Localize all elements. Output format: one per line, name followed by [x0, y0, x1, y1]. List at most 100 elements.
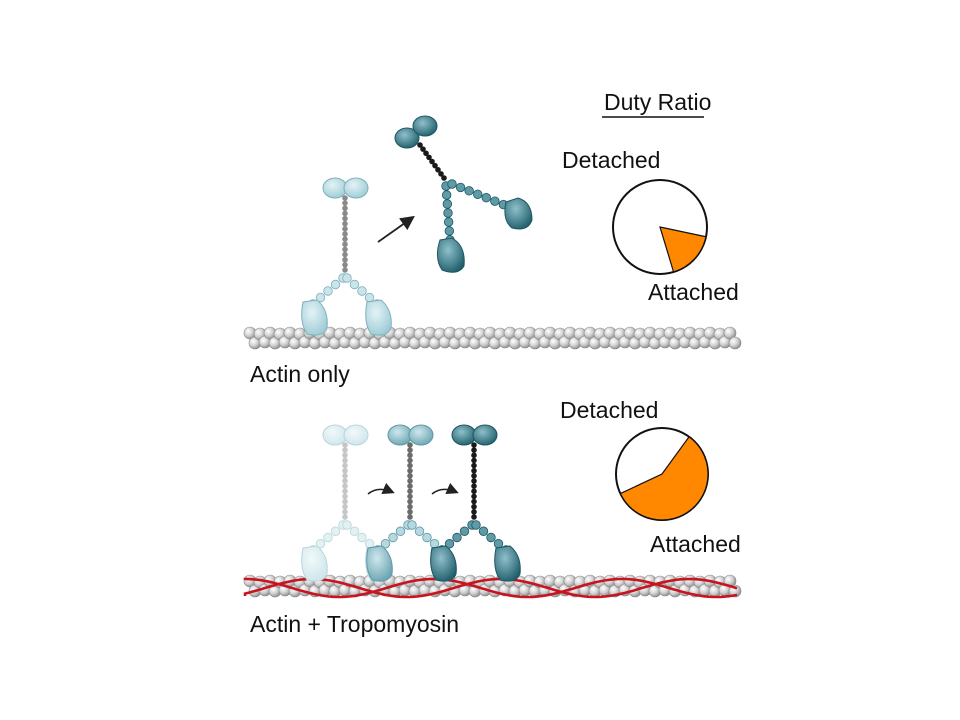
coiled-coil-bead: [471, 514, 477, 520]
lever-bead: [380, 539, 391, 549]
pie-label-detached: Detached: [560, 397, 658, 423]
myosin-tail-head: [322, 177, 348, 199]
coiled-coil-bead: [471, 509, 477, 515]
coiled-coil-bead: [407, 498, 413, 505]
coiled-coil-bead: [342, 226, 348, 232]
lever-bead: [444, 539, 455, 549]
lever-bead: [444, 226, 455, 236]
panel-actin-tropomyosin: Actin + Tropomyosin Detached Attached: [243, 397, 742, 637]
lever-bead: [315, 292, 326, 303]
duty-ratio-pie: [615, 427, 709, 521]
myosin-dark: [430, 424, 521, 582]
lever-bead: [349, 279, 360, 290]
myosin-tail-head: [322, 424, 348, 446]
motor-head: [301, 299, 328, 336]
coiled-coil-bead: [342, 514, 348, 520]
coiled-coil-bead: [407, 457, 413, 464]
coiled-coil-bead: [342, 246, 348, 253]
myosin-tail-head: [412, 115, 438, 137]
tropomyosin-strands: [243, 577, 738, 599]
lever-bead: [342, 273, 352, 283]
coiled-coil-bead: [407, 503, 413, 510]
coiled-coil-bead: [342, 267, 348, 273]
motor-head: [301, 545, 328, 582]
myosin-tail-head: [387, 424, 413, 446]
coiled-coil-bead: [471, 457, 477, 464]
coiled-coil-bead: [342, 231, 348, 237]
coiled-coil-bead: [407, 447, 413, 453]
panel-label: Actin + Tropomyosin: [250, 611, 459, 637]
lever-bead: [357, 532, 367, 543]
lever-bead: [443, 208, 453, 218]
motor-head: [504, 197, 533, 230]
coiled-coil-bead: [342, 251, 348, 258]
coiled-coil-bead: [407, 452, 413, 459]
coiled-coil-bead: [342, 509, 348, 515]
lever-bead: [388, 532, 398, 543]
coiled-coil-bead: [441, 175, 447, 181]
tropomyosin-strand: [243, 577, 738, 599]
motor-head: [436, 237, 465, 273]
coiled-coil-bead: [471, 462, 477, 469]
lever-bead: [342, 520, 352, 530]
lever-bead: [364, 292, 375, 303]
panel-actin-only: Actin only Detached Attached: [243, 115, 742, 387]
actin-bead: [728, 336, 742, 350]
coiled-coil-bead: [342, 503, 348, 510]
coiled-coil-bead: [429, 158, 435, 165]
pie-label-detached: Detached: [562, 147, 660, 173]
actin-filament: [243, 326, 742, 350]
lever-bead: [330, 279, 341, 290]
lever-bead: [447, 179, 457, 189]
coiled-coil-bead: [471, 447, 477, 453]
coiled-coil-bead: [342, 457, 348, 464]
lever-bead: [473, 189, 483, 199]
coiled-coil-bead: [342, 447, 348, 453]
panel-label: Actin only: [250, 361, 350, 387]
coiled-coil-bead: [471, 493, 477, 500]
step-arrow-2: [431, 482, 459, 495]
lever-bead: [441, 190, 452, 200]
coiled-coil-bead: [342, 483, 348, 489]
coiled-coil-bead: [420, 146, 426, 152]
coiled-coil-bead: [342, 478, 348, 484]
coiled-coil-bead: [426, 154, 432, 161]
pie-label-attached: Attached: [648, 279, 739, 305]
myosin-detached: [394, 115, 533, 273]
lever-bead: [442, 199, 453, 209]
lever-bead: [357, 286, 367, 296]
coiled-coil-bead: [342, 452, 348, 459]
coiled-coil-bead: [342, 442, 348, 448]
pie-label-attached: Attached: [650, 531, 741, 557]
myosin-tail-head: [408, 424, 434, 446]
lever-bead: [323, 532, 333, 543]
coiled-coil-bead: [342, 200, 348, 206]
myosin-tail-head: [343, 177, 369, 199]
myosin-tail-head: [394, 127, 420, 149]
coiled-coil-bead: [342, 241, 348, 248]
coiled-coil-bead: [471, 483, 477, 489]
coiled-coil-bead: [342, 498, 348, 505]
coiled-coil-bead: [471, 467, 477, 474]
lever-bead: [395, 526, 406, 536]
motor-head: [430, 545, 457, 582]
lever-bead: [330, 526, 341, 536]
coiled-coil-bead: [342, 473, 348, 479]
coiled-coil-bead: [342, 215, 348, 222]
coiled-coil-bead: [407, 493, 413, 500]
duty-ratio-pie: [612, 179, 708, 275]
coiled-coil-bead: [342, 205, 348, 212]
coiled-coil-bead: [407, 467, 413, 474]
coiled-coil-bead: [342, 236, 348, 242]
coiled-coil-bead: [342, 462, 348, 469]
pie-slice-attached: [619, 435, 709, 521]
coiled-coil-bead: [471, 452, 477, 459]
lever-bead: [422, 532, 432, 543]
coiled-coil-bead: [342, 220, 348, 227]
coiled-coil-bead: [407, 462, 413, 469]
motor-head: [365, 299, 392, 336]
myosin-attached: [301, 177, 392, 336]
myosin-tail-head: [343, 424, 369, 446]
coiled-coil-bead: [342, 256, 348, 263]
